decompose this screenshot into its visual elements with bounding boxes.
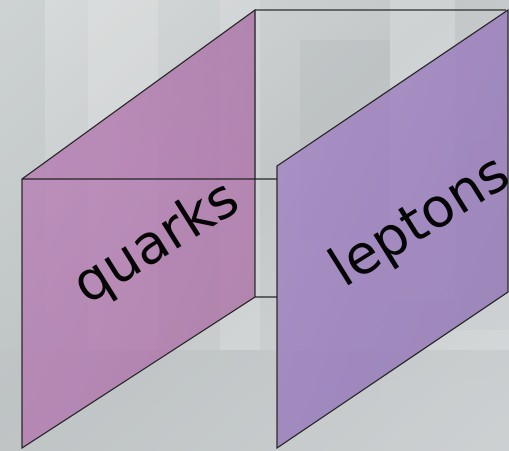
leptons-plane bbox=[277, 10, 508, 448]
leptons-panel: leptons bbox=[276, 8, 509, 450]
leptons-panel-outline bbox=[276, 8, 509, 450]
quarks-panel: quarks bbox=[21, 8, 256, 450]
